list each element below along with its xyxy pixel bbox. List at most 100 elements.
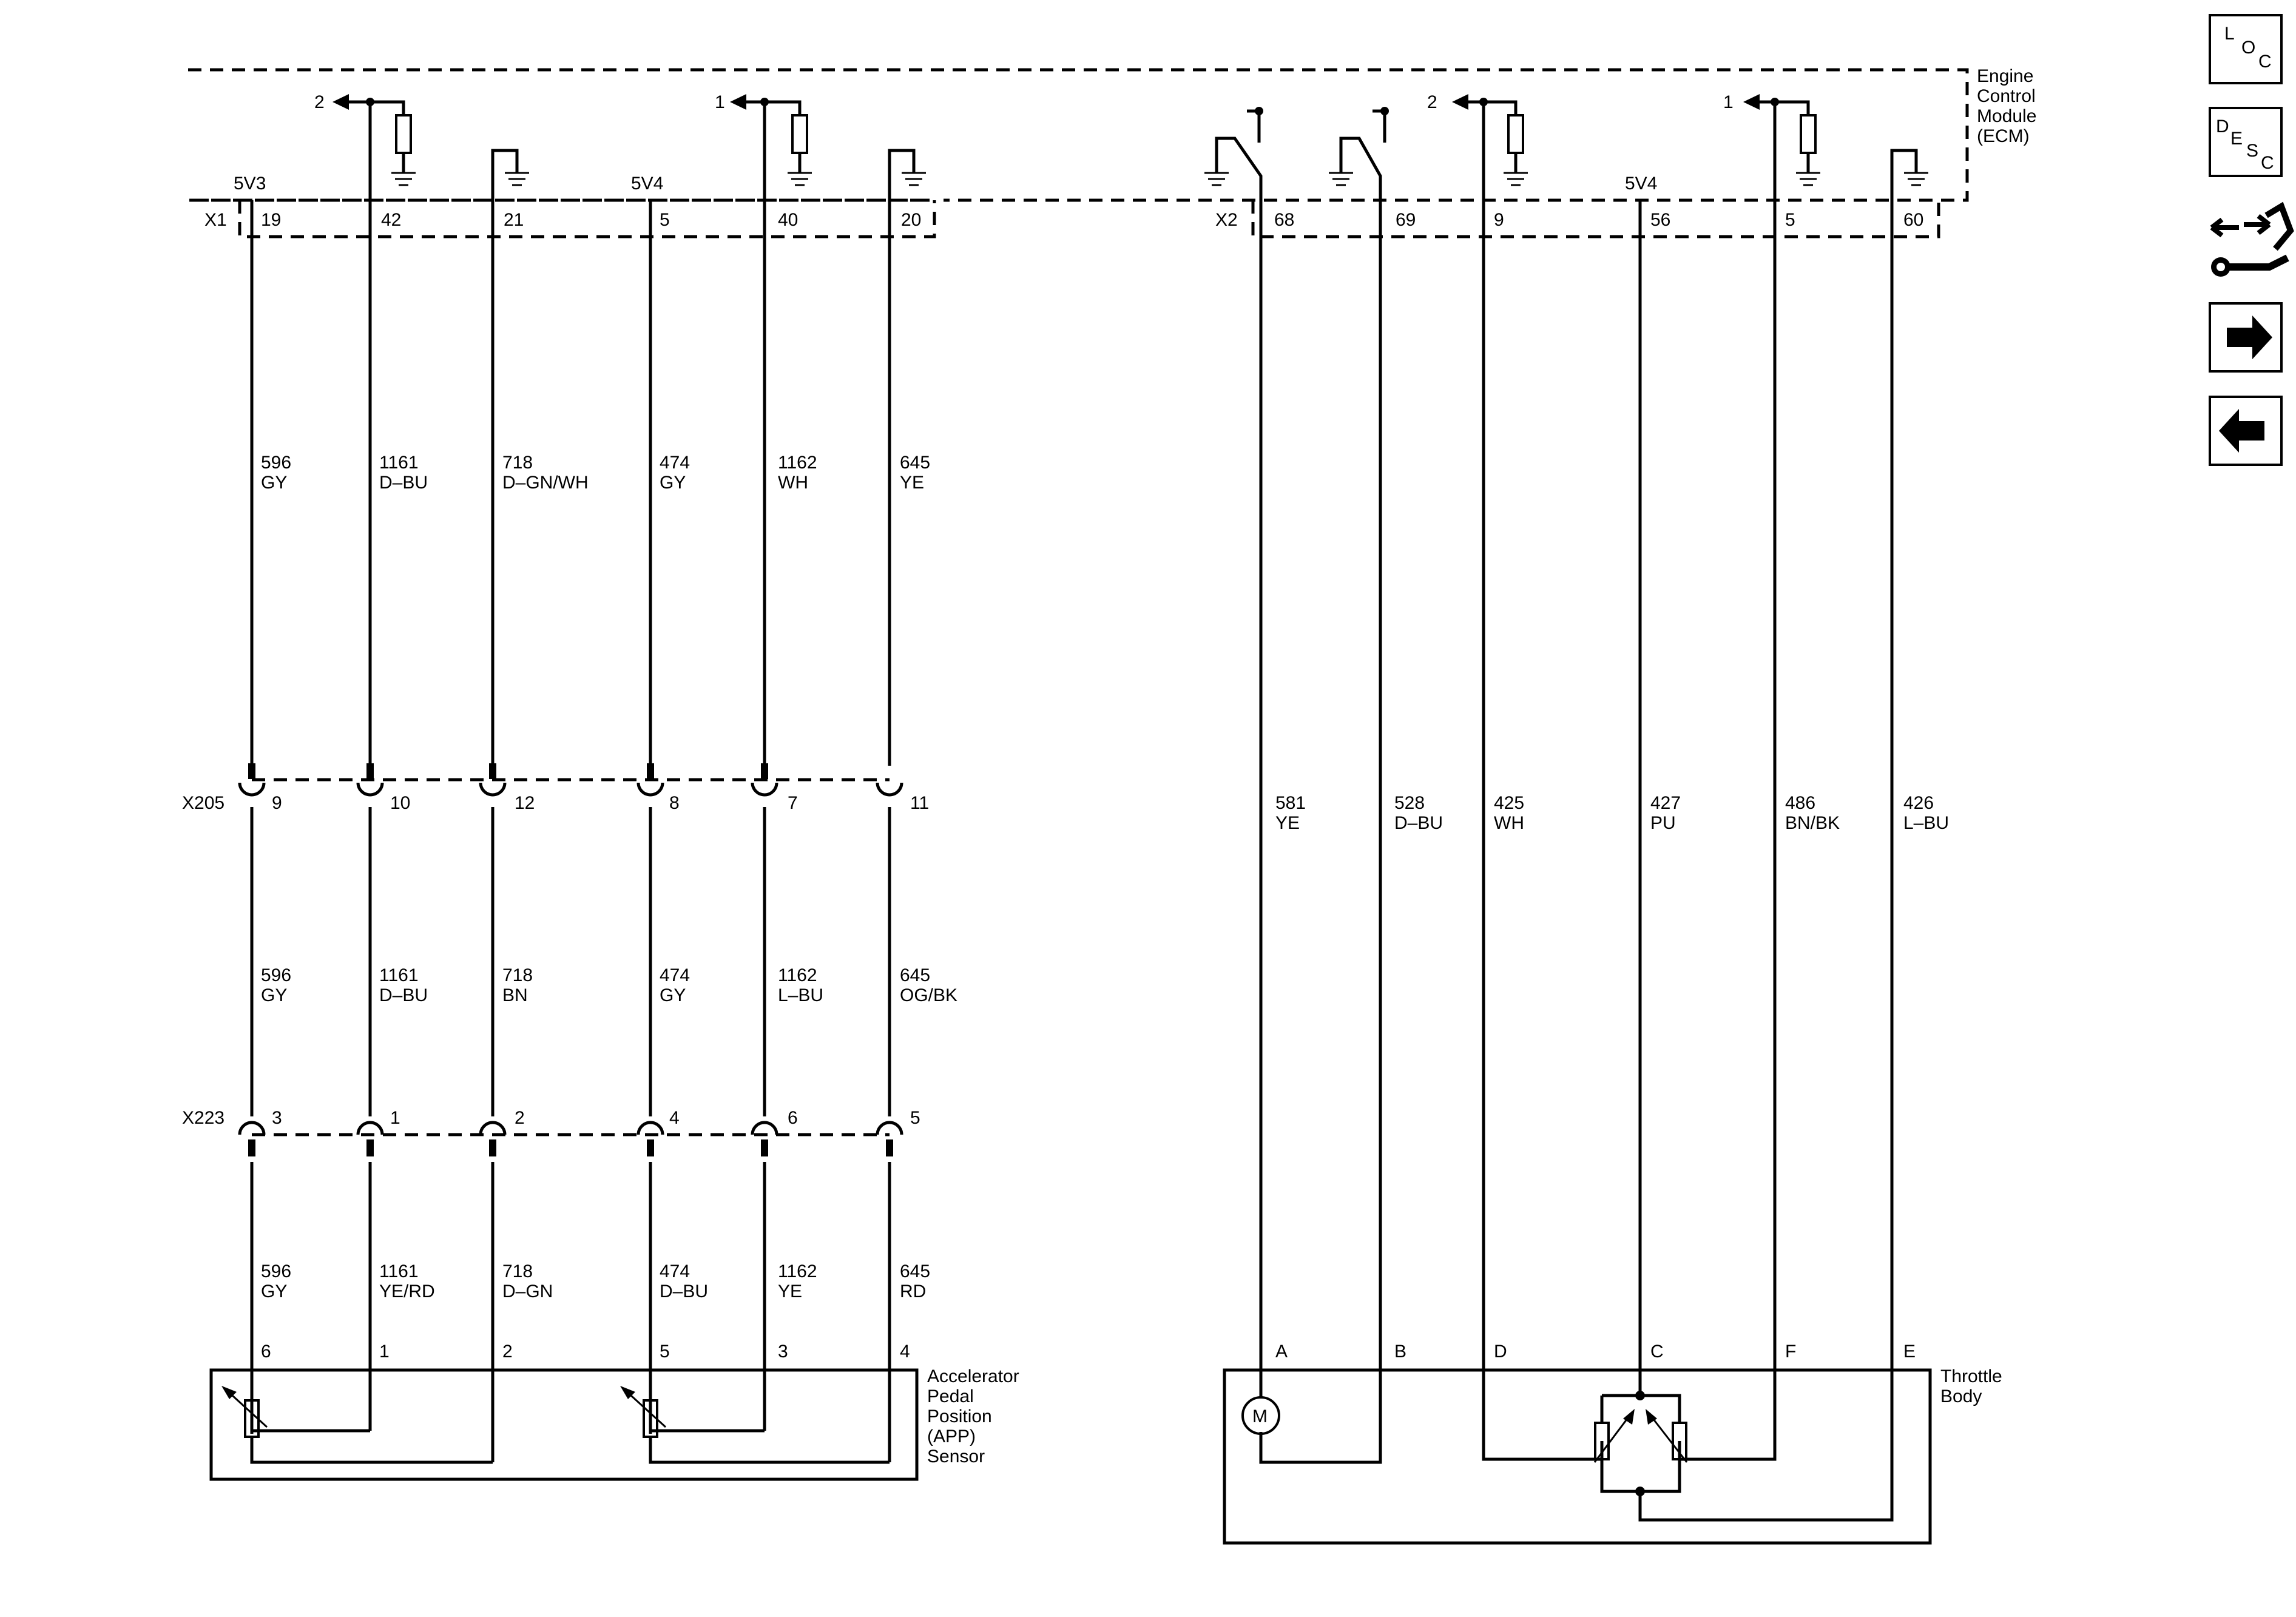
wire-circuit-label: 1161	[379, 453, 419, 473]
wire-labels-upper-left: 596 GY 1161 D–BU 718 D–GN/WH 474 GY 1162…	[261, 453, 930, 493]
connector-x223-name: X223	[182, 1108, 225, 1128]
wire-circuit-label: 474	[660, 1261, 690, 1281]
app-sensor-pin: 1	[379, 1342, 390, 1362]
x2-pin: 60	[1903, 210, 1923, 230]
wire-color-label: GY	[261, 985, 287, 1005]
app-sensor-pin: 4	[900, 1342, 910, 1362]
x1-pin: 40	[778, 210, 798, 230]
x205-pin: 11	[910, 793, 929, 813]
desc-letter: C	[2261, 153, 2274, 173]
ecm-label-line-1: Engine	[1977, 66, 2033, 86]
x205-pin: 10	[390, 793, 410, 813]
loc-button[interactable]: L O C	[2209, 14, 2283, 84]
wire-circuit-label: 427	[1650, 793, 1681, 813]
wire-labels-lower-left: 596 GY 1161 YE/RD 718 D–GN 474 D–BU 1162…	[261, 1261, 930, 1301]
wire-color-label: D–BU	[660, 1281, 708, 1301]
next-arrow-icon[interactable]	[2209, 302, 2283, 373]
ecm-supply-5v4-right: 5V4	[1625, 174, 1657, 194]
loc-letter: O	[2241, 38, 2255, 58]
connector-x205: X205 9 10 12 8 7 11	[182, 763, 929, 813]
x223-pin: 6	[788, 1108, 798, 1128]
wire-color-label: RD	[900, 1281, 926, 1301]
potentiometer-symbol	[620, 1386, 890, 1464]
x2-pin: 68	[1274, 210, 1294, 230]
x1-pin: 20	[901, 210, 921, 230]
x2-pin: 56	[1650, 210, 1670, 230]
wire-color-label: D–BU	[1394, 813, 1443, 833]
wire-color-label: GY	[261, 473, 287, 493]
wire-circuit-label: 486	[1785, 793, 1815, 813]
wire-circuit-label: 1162	[778, 1261, 817, 1281]
wire-circuit-label: 718	[502, 1261, 533, 1281]
connector-repair-icon[interactable]	[2210, 201, 2294, 277]
wire-circuit-label: 426	[1903, 793, 1934, 813]
left-wires	[250, 102, 891, 1462]
ecm-label-line-2: Control	[1977, 86, 2036, 106]
ref-label-1-left: 1	[715, 92, 725, 112]
wire-circuit-label: 581	[1275, 793, 1306, 813]
wire-color-label: BN	[502, 985, 528, 1005]
app-sensor-pin: 6	[261, 1342, 271, 1362]
ref-label-2-right: 2	[1427, 92, 1437, 112]
wire-circuit-label: 1162	[778, 965, 817, 985]
wire-color-label: L–BU	[778, 985, 823, 1005]
connector-x223: X223 3 1 2 4 6 5	[182, 1108, 920, 1156]
connector-x1: X1 19 42 21 5 40 20	[204, 210, 921, 230]
x205-pin: 7	[788, 793, 798, 813]
wire-circuit-label: 596	[261, 1261, 291, 1281]
wire-circuit-label: 718	[502, 453, 533, 473]
ecm-module: Engine Control Module (ECM) 5V3 5V4 5V4	[188, 66, 2036, 238]
wire-circuit-label: 1162	[778, 453, 817, 473]
wire-circuit-label: 425	[1494, 793, 1524, 813]
app-sensor-label-line: Sensor	[927, 1447, 985, 1467]
back-arrow-icon[interactable]	[2209, 396, 2283, 466]
desc-letter: D	[2216, 116, 2229, 137]
connector-x2: X2 68 69 9 56 5 60	[1215, 210, 1923, 230]
wire-circuit-label: 645	[900, 453, 930, 473]
wire-circuit-label: 474	[660, 965, 690, 985]
connector-x2-name: X2	[1215, 210, 1238, 230]
ref-label-1-right: 1	[1723, 92, 1734, 112]
throttle-body-pin: D	[1494, 1342, 1507, 1362]
throttle-body: A B D C F E M Throttle Body	[1223, 1342, 2002, 1545]
app-sensor-label-line: Pedal	[927, 1386, 974, 1406]
wire-color-label: D–GN	[502, 1281, 553, 1301]
ecm-label-line-3: Module	[1977, 106, 2036, 126]
x223-pin: 3	[272, 1108, 282, 1128]
throttle-body-label-line: Throttle	[1940, 1366, 2002, 1386]
x1-pin: 42	[381, 210, 401, 230]
x223-pin: 1	[390, 1108, 400, 1128]
throttle-position-sensor-symbol	[1593, 1391, 1688, 1496]
wire-color-label: YE	[900, 473, 924, 493]
wire-color-label: YE/RD	[379, 1281, 435, 1301]
x2-pin: 5	[1785, 210, 1795, 230]
right-wires	[1259, 102, 1894, 1522]
wire-color-label: L–BU	[1903, 813, 1949, 833]
wire-color-label: GY	[261, 1281, 287, 1301]
app-sensor-pin: 3	[778, 1342, 788, 1362]
throttle-body-label-line: Body	[1940, 1386, 1982, 1406]
app-sensor-label-line: Accelerator	[927, 1366, 1019, 1386]
x205-pin: 8	[669, 793, 680, 813]
ecm-label-line-4: (ECM)	[1977, 126, 2030, 146]
loc-letter: C	[2258, 52, 2272, 72]
wire-color-label: OG/BK	[900, 985, 957, 1005]
throttle-body-pin: B	[1394, 1342, 1406, 1362]
x1-pin: 21	[504, 210, 524, 230]
ecm-supply-5v4-left: 5V4	[631, 174, 663, 194]
app-sensor: 6 1 2 5 3 4 Accelerator Pedal Position (…	[209, 1342, 1019, 1481]
wire-circuit-label: 528	[1394, 793, 1425, 813]
wire-circuit-label: 645	[900, 965, 930, 985]
throttle-body-pin: C	[1650, 1342, 1664, 1362]
app-sensor-label-line: Position	[927, 1406, 992, 1426]
wire-color-label: WH	[1494, 813, 1524, 833]
x2-pin: 9	[1494, 210, 1504, 230]
x223-pin: 4	[669, 1108, 680, 1128]
x2-pin: 69	[1396, 210, 1416, 230]
desc-button[interactable]: D E S C	[2209, 107, 2283, 177]
wire-labels-right: 581 YE 528 D–BU 425 WH 427 PU 486 BN/BK …	[1275, 793, 1949, 833]
x205-pin: 12	[515, 793, 535, 813]
potentiometer-symbol	[221, 1386, 493, 1464]
ecm-internal-right: 2 1	[1204, 92, 1928, 206]
x223-pin: 2	[515, 1108, 525, 1128]
